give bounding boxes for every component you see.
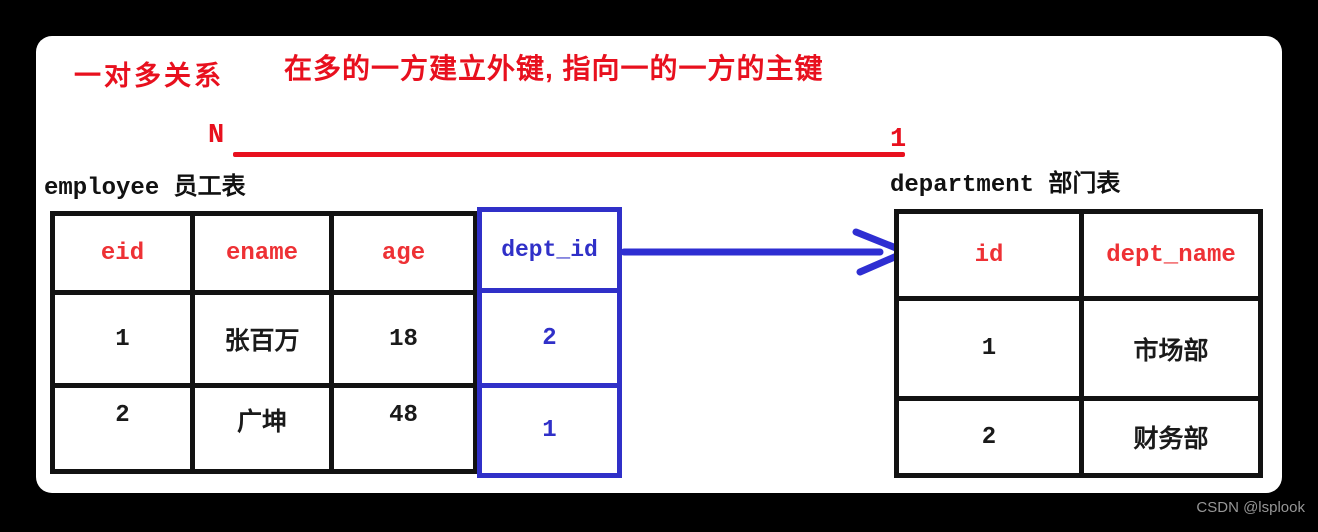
lesson-subheading: 在多的一方建立外键, 指向一的一方的主键	[284, 53, 824, 84]
employee-col-ename: ename	[190, 216, 329, 290]
department-col-id: id	[974, 241, 1004, 269]
many-cardinality-label: N	[208, 121, 225, 151]
employee-table: eid ename age 1 张百万 18 2 广坤 48	[50, 211, 478, 474]
table-cell: 财务部	[1079, 396, 1258, 473]
lesson-heading: 一对多关系	[74, 61, 224, 91]
table-cell: 2	[899, 396, 1079, 473]
table-cell: 张百万	[190, 290, 329, 383]
employee-col-age: age	[329, 216, 473, 290]
table-cell: 市场部	[1079, 296, 1258, 396]
foreign-key-arrow-icon	[620, 228, 910, 276]
employee-table-caption: employee 员工表	[44, 175, 246, 202]
table-cell: 2	[55, 383, 190, 469]
foreign-key-header: dept_id	[501, 237, 598, 263]
relationship-line	[233, 152, 905, 157]
foreign-key-column: dept_id 2 1	[477, 207, 622, 478]
employee-col-eid: eid	[100, 239, 145, 267]
department-table: id dept_name 1 市场部 2 财务部	[894, 209, 1263, 478]
table-cell: 广坤	[190, 383, 329, 469]
foreign-key-cell: 2	[482, 288, 617, 383]
one-cardinality-label: 1	[890, 125, 907, 155]
department-table-caption: department 部门表	[890, 172, 1121, 199]
watermark: CSDN @lsplook	[1196, 499, 1305, 516]
department-col-dept-name: dept_name	[1079, 214, 1258, 296]
foreign-key-cell: 1	[482, 383, 617, 473]
table-cell: 18	[329, 290, 473, 383]
table-cell: 1	[55, 290, 190, 383]
table-cell: 1	[899, 296, 1079, 396]
table-cell: 48	[329, 383, 473, 469]
